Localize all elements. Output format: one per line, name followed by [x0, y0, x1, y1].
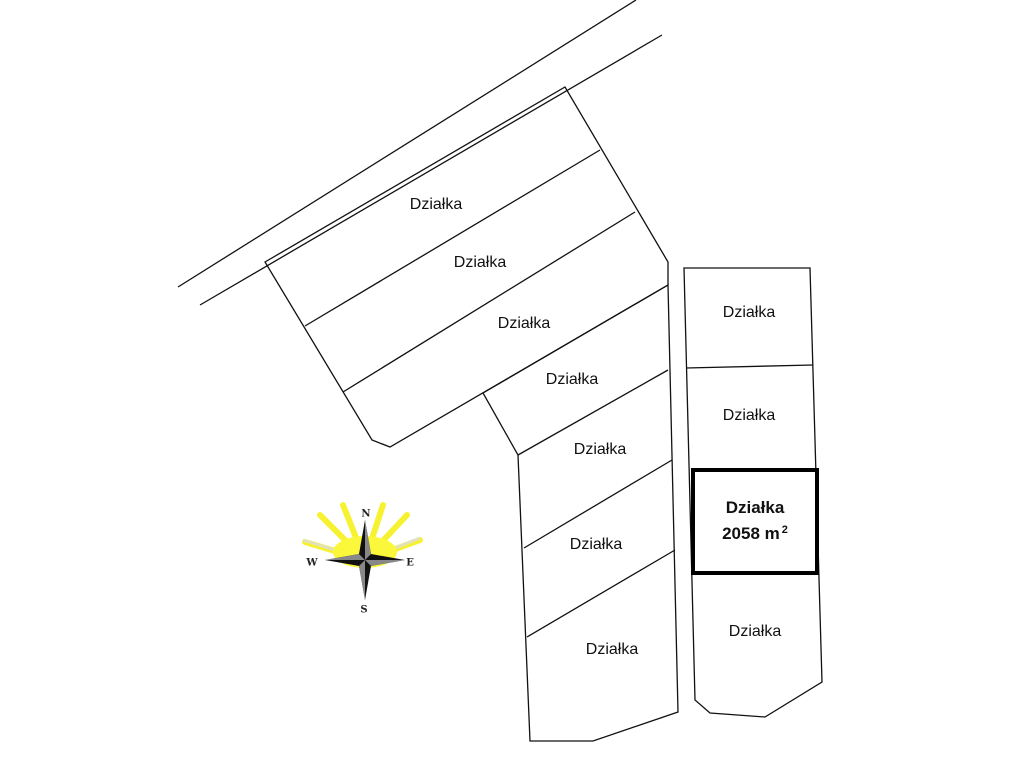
plot-label[interactable]: Działka	[569, 536, 623, 553]
divider	[517, 369, 669, 456]
plot-label[interactable]: Działka	[545, 371, 599, 388]
plot-label[interactable]: Działka	[497, 315, 551, 332]
area-exponent: 2	[781, 524, 788, 536]
divider	[304, 149, 601, 327]
compass-south-label: S	[360, 604, 368, 616]
middle-block-outline	[482, 283, 679, 742]
divider	[342, 211, 636, 393]
highlighted-plot-label: Działka	[725, 498, 785, 517]
divider	[526, 549, 676, 638]
road-edge-top	[177, 0, 637, 288]
plot-label[interactable]: Działka	[585, 641, 639, 658]
plot-label[interactable]: Działka	[453, 254, 507, 271]
area-value: 2058 m	[722, 524, 780, 543]
plot-label[interactable]: Działka	[728, 623, 782, 640]
divider	[523, 459, 673, 549]
compass-north-label: N	[361, 508, 371, 520]
highlighted-plot-border	[691, 468, 819, 575]
plot-label[interactable]: Działka	[573, 441, 627, 458]
road-edge-bottom	[199, 34, 663, 306]
compass-rose-icon	[302, 502, 423, 600]
plot-label[interactable]: Działka	[409, 196, 463, 213]
divider	[685, 364, 814, 369]
compass-west-label: W	[306, 557, 318, 569]
compass-east-label: E	[406, 557, 414, 569]
plot-label[interactable]: Działka	[722, 407, 776, 424]
right-block-outline	[683, 267, 823, 718]
plot-label[interactable]: Działka	[722, 304, 776, 321]
